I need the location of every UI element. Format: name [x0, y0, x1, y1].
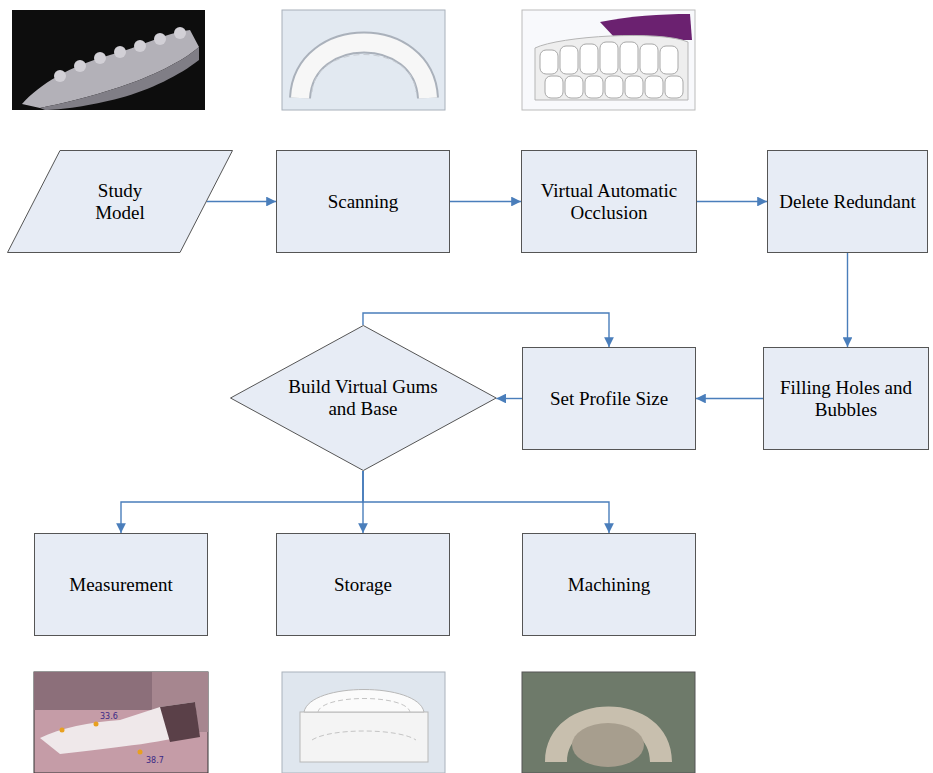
process-box: Filling Holes and Bubbles [763, 347, 929, 450]
flow-arrow [121, 471, 363, 533]
label-anchor: 33.6 [100, 713, 118, 721]
input-parallelogram: Study Model [7, 150, 233, 253]
node-text: Delete Redundant [779, 191, 916, 213]
study-model-photo [12, 10, 205, 110]
model-body [535, 35, 688, 100]
arch-shadow [300, 43, 428, 99]
measurement-image [34, 672, 208, 773]
tooth [560, 46, 578, 74]
tooth-lines [312, 55, 416, 93]
tooth [580, 44, 598, 74]
tooth [74, 60, 86, 72]
tooth [660, 46, 678, 74]
machined-photo [522, 672, 695, 773]
tooth [94, 52, 106, 64]
measure-point [60, 728, 65, 733]
node-text: Build Virtual Gums and Base [283, 376, 443, 420]
tooth-lines [318, 699, 410, 713]
flow-arrow [496, 398, 522, 399]
dimension-value: 33.6 [100, 713, 118, 721]
process-box: Virtual Automatic Occlusion [521, 150, 697, 253]
node-text: Set Profile Size [550, 388, 668, 410]
tooth [645, 76, 663, 98]
tooth [565, 76, 583, 98]
process-box: Delete Redundant [767, 150, 928, 253]
node-text: Machining [568, 574, 650, 596]
node-text: Scanning [328, 191, 399, 213]
tooth [605, 76, 623, 98]
tooth [134, 40, 146, 52]
flow-arrow [363, 313, 609, 347]
node-text: Study Model [75, 180, 165, 224]
outline-shape [8, 151, 233, 253]
node-text: Virtual Automatic Occlusion [529, 180, 689, 224]
occlusion-image [522, 10, 695, 110]
flow-arrow [697, 201, 767, 202]
outline-shape [230, 326, 496, 471]
output-box: Measurement [34, 533, 208, 636]
image-ground [34, 672, 208, 773]
process-box: Set Profile Size [522, 347, 696, 450]
photo-ground [12, 10, 205, 110]
tooth [585, 76, 603, 98]
tooth [620, 42, 638, 74]
jaw-base [40, 47, 199, 110]
label-anchor: 38.7 [146, 757, 164, 765]
photo-ground [522, 672, 695, 773]
tooth [114, 46, 126, 58]
gum-section [160, 702, 200, 742]
decision-diamond: Build Virtual Gums and Base [230, 325, 497, 471]
dimension-value: 38.7 [146, 757, 164, 765]
output-box: Storage [276, 533, 450, 636]
node-text: Filling Holes and Bubbles [771, 377, 921, 421]
node-text: Storage [334, 574, 392, 596]
image-ground [522, 10, 695, 110]
tooth [625, 76, 643, 98]
tooth [540, 50, 558, 74]
output-box: Machining [522, 533, 696, 636]
tooth [640, 44, 658, 74]
node-text: Measurement [69, 574, 172, 596]
flow-arrow [450, 201, 521, 202]
measure-point [94, 722, 99, 727]
tooth [600, 42, 618, 74]
tooth [545, 76, 563, 98]
tooth [54, 70, 66, 82]
model-base [300, 712, 428, 762]
palate [572, 723, 644, 767]
tooth [174, 27, 186, 39]
flow-arrow [363, 471, 609, 533]
storage-image [282, 672, 445, 773]
model-arch [304, 690, 424, 713]
scanned-arch [300, 43, 428, 99]
tooth [665, 76, 683, 98]
flow-arrow [207, 201, 277, 202]
scan-image [282, 10, 445, 110]
tooth-lines [312, 731, 416, 740]
flow-arrow [847, 253, 848, 347]
measure-point [138, 750, 143, 755]
flow-arrow [696, 398, 763, 399]
tooth [154, 33, 166, 45]
process-box: Scanning [276, 150, 450, 253]
image-ground [282, 672, 445, 773]
image-ground [282, 10, 445, 110]
